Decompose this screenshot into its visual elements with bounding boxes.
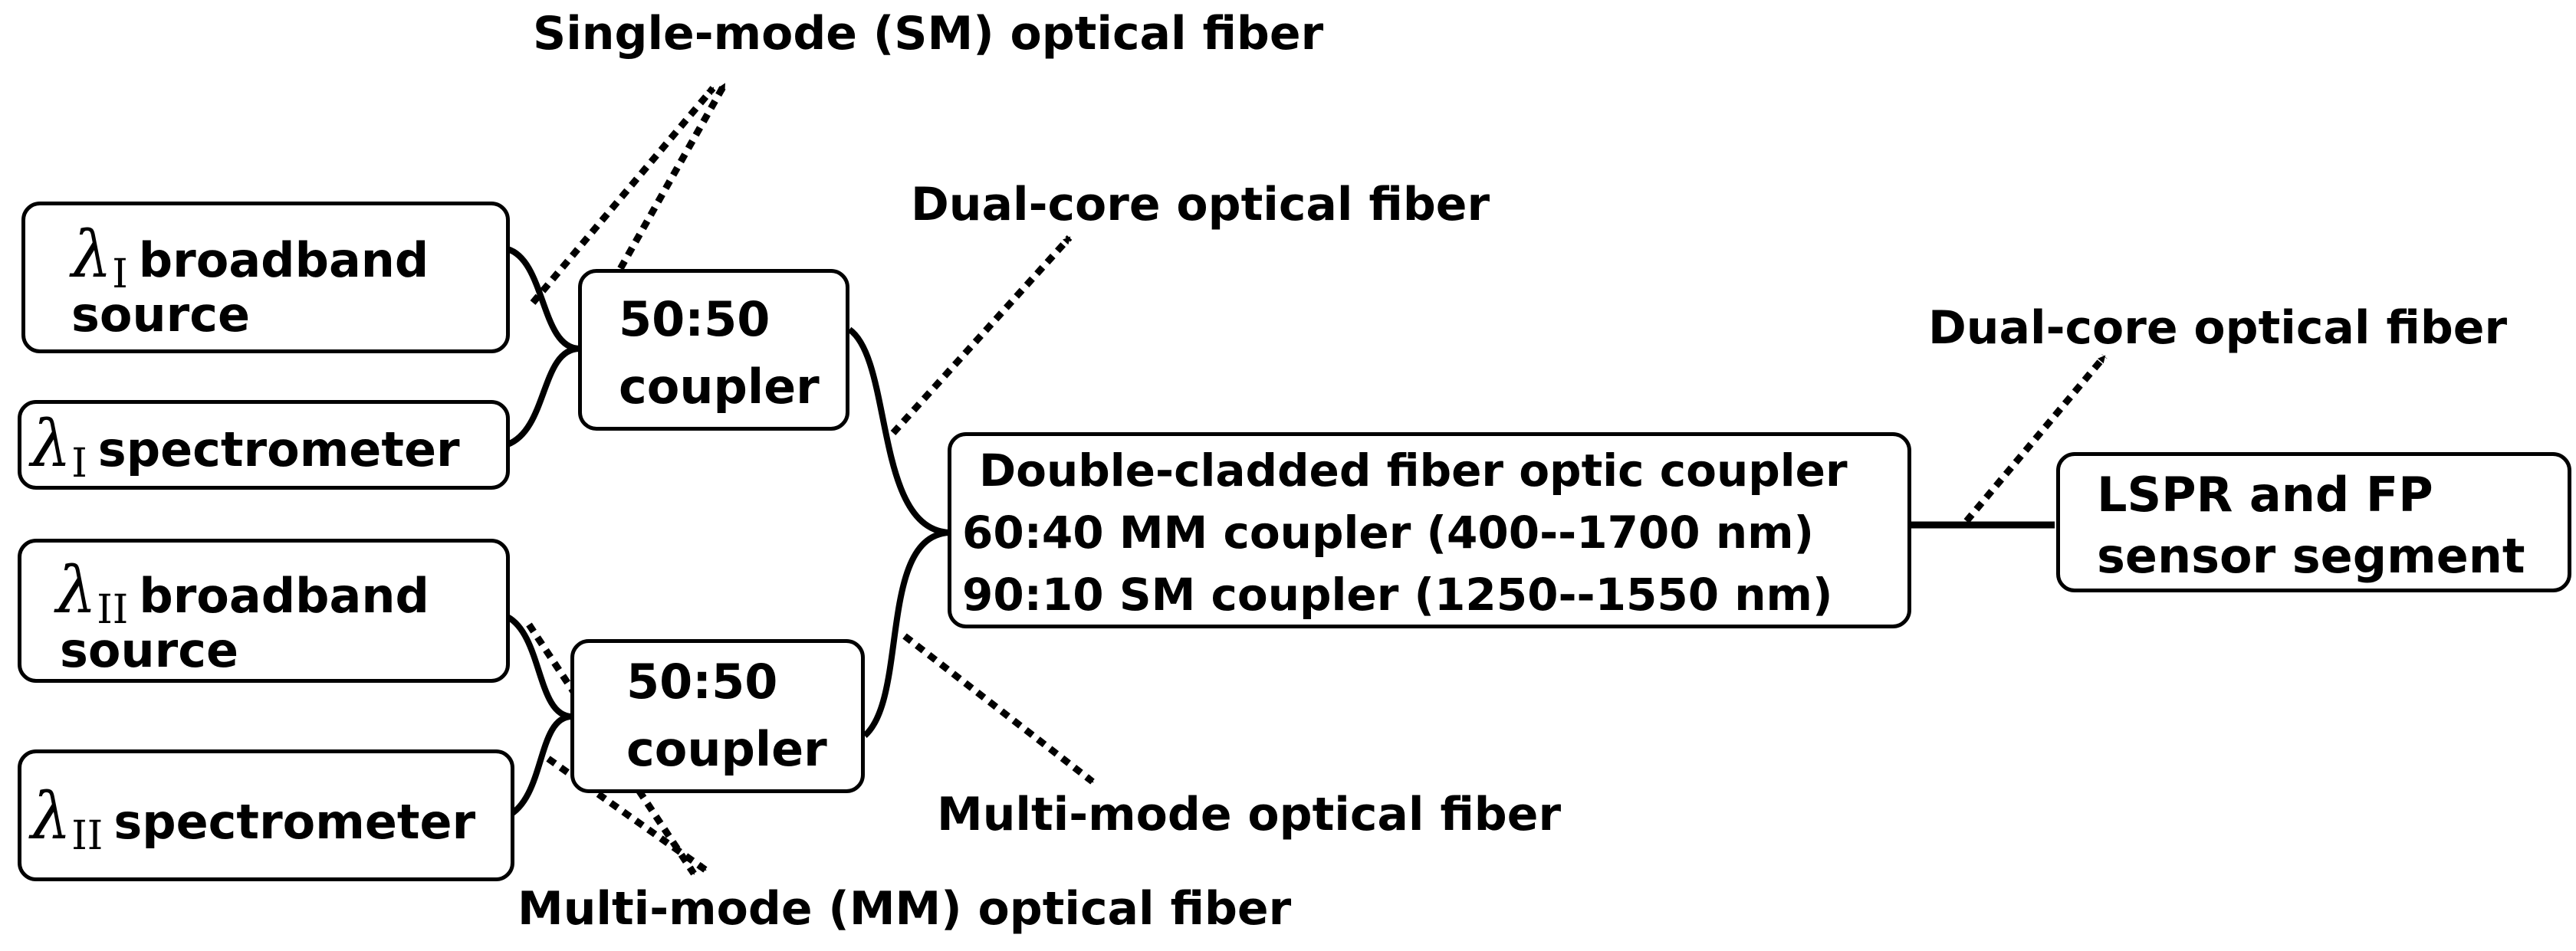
coupler-bottom-box: 50:50 coupler <box>570 639 865 793</box>
lambda-symbol: λ <box>31 779 72 854</box>
double-cladded-coupler-title: Double-cladded fiber optic coupler <box>979 444 1848 497</box>
coupler-top-line1: 50:50 <box>619 291 770 347</box>
pointer-arrow-multi-mode-mid <box>902 633 1095 785</box>
broadband-source-1-label: broadband <box>138 232 429 288</box>
broadband-source-2-line2: source <box>60 622 239 678</box>
coupler-bottom-line1: 50:50 <box>626 654 778 710</box>
spectrometer-1-subscript: I <box>71 441 87 487</box>
spectrometer-2-subscript: II <box>71 813 104 859</box>
coupler-bottom-line2: coupler <box>626 721 827 777</box>
spectrometer-2-label: spectrometer <box>113 794 476 850</box>
label-multi-mode-fiber-bottom: Multi-mode (MM) optical fiber <box>518 882 1292 936</box>
fiber-coupler-bottom-to-double-cladded <box>863 530 950 739</box>
label-dual-core-fiber-top: Dual-core optical fiber <box>911 178 1490 231</box>
double-cladded-coupler-box: Double-cladded fiber optic coupler 60:40… <box>948 432 1911 628</box>
sensor-segment-line1: LSPR and FP <box>2097 467 2433 523</box>
fiber-source2-to-coupler-bottom <box>505 614 573 720</box>
fiber-source1-to-coupler-top <box>506 246 580 352</box>
sensor-segment-box: LSPR and FP sensor segment <box>2056 452 2571 592</box>
spectrometer-1-label: spectrometer <box>97 421 460 477</box>
sensor-segment-line2: sensor segment <box>2097 528 2525 584</box>
coupler-top-box: 50:50 coupler <box>578 269 849 431</box>
broadband-source-2-label: broadband <box>139 568 429 624</box>
lambda-symbol: λ <box>56 553 97 628</box>
lambda-symbol: λ <box>71 217 113 292</box>
label-single-mode-fiber: Single-mode (SM) optical fiber <box>533 7 1324 61</box>
source-2-subscript: II <box>97 587 129 633</box>
pointer-arrow-multi-mode-a <box>526 622 697 876</box>
label-dual-core-fiber-right: Dual-core optical fiber <box>1928 301 2508 355</box>
coupler-top-line2: coupler <box>619 359 820 415</box>
label-multi-mode-fiber-mid: Multi-mode optical fiber <box>937 788 1562 841</box>
fiber-spectrometer1-to-coupler-top <box>506 346 580 448</box>
sm-coupler-spec: 90:10 SM coupler (1250--1550 nm) <box>962 569 1833 621</box>
fiber-spectrometer2-to-coupler-bottom <box>505 713 573 819</box>
lambda-symbol: λ <box>31 406 72 481</box>
pointer-arrow-dual-core-top <box>890 234 1073 436</box>
fiber-coupler-top-to-double-cladded <box>847 326 950 536</box>
source-1-subscript: I <box>112 251 128 297</box>
pointer-arrow-dual-core-right <box>1963 354 2108 523</box>
mm-coupler-spec: 60:40 MM coupler (400--1700 nm) <box>962 507 1815 559</box>
pointer-arrow-single-mode-a <box>530 86 716 305</box>
broadband-source-1-line2: source <box>71 287 251 343</box>
